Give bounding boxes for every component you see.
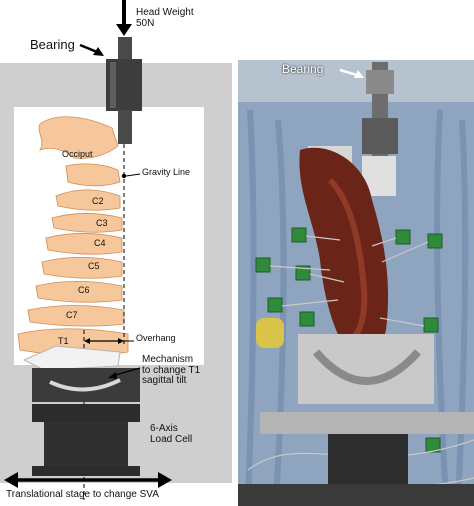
bearing-pointer-head <box>93 47 104 56</box>
head-weight-label: Head Weight 50N <box>136 7 194 29</box>
stage-arrowhead-left <box>4 472 18 488</box>
c2-bone <box>65 163 121 187</box>
lower-rod <box>118 110 132 144</box>
mechanism-label: Mechanism to change T1 sagittal tilt <box>142 354 201 387</box>
tilt-mechanism-slot <box>49 378 121 392</box>
wire-2 <box>269 265 331 271</box>
photo-load-cell <box>328 434 408 484</box>
vertebra-label-c6: C6 <box>78 285 90 295</box>
photo-bearing <box>366 70 394 94</box>
vertebra-label-occiput: Occiput <box>62 149 93 159</box>
load-cell-label: 6-Axis Load Cell <box>150 423 193 445</box>
head-weight-line1: Head Weight <box>136 7 194 18</box>
load-cell-base <box>32 466 140 476</box>
top-rod <box>118 37 132 61</box>
c3-bone <box>51 213 123 233</box>
sensor-6 <box>267 297 283 313</box>
sensor-1 <box>291 227 307 243</box>
c2-process <box>55 189 121 211</box>
sensor-9 <box>425 437 441 453</box>
curtain-folds <box>245 109 469 501</box>
sensor-2 <box>255 257 271 273</box>
vertebra-label-c4: C4 <box>94 238 106 248</box>
vertebra-label-c7: C7 <box>66 310 78 320</box>
photo-collar <box>362 118 398 154</box>
stage-caption: Translational stage to change SVA <box>6 489 159 500</box>
gravity-line-label: Gravity Line <box>142 167 191 177</box>
overhang-arrowhead-right <box>118 338 124 344</box>
mechanism-leader <box>111 367 141 377</box>
c4-bone <box>45 233 123 255</box>
load-cell-line2: Load Cell <box>150 433 193 445</box>
photo-sensors <box>255 227 443 453</box>
stage-arrowhead-right <box>158 472 172 488</box>
head-weight-line2: 50N <box>136 17 155 29</box>
photo-cradle <box>298 334 434 404</box>
load-cell-line1: 6-Axis <box>150 423 178 434</box>
mechanism-line2: to change T1 <box>142 364 201 376</box>
wire-1 <box>305 235 341 241</box>
vertebra-label-t1: T1 <box>58 336 69 346</box>
overhang-label: Overhang <box>136 333 176 343</box>
head-weight-arrowhead <box>116 24 132 36</box>
mechanism-leader-head <box>108 372 117 379</box>
bearing-highlight <box>110 62 116 108</box>
sensor-3 <box>295 265 311 281</box>
mechanism-line1: Mechanism <box>142 354 194 365</box>
c7-bone <box>27 305 125 327</box>
wire-3 <box>309 273 345 283</box>
load-cell-top <box>32 404 140 422</box>
wire-6 <box>281 299 339 307</box>
ceiling-plate <box>238 60 474 102</box>
overhang-arrowhead-left <box>84 338 90 344</box>
c6-bone <box>35 281 123 303</box>
sensor-7 <box>299 311 315 327</box>
gravity-point <box>121 173 127 179</box>
vertebra-label-c5: C5 <box>88 261 100 271</box>
vertebra-label-c2: C2 <box>92 196 104 206</box>
photo-base-plate <box>260 412 474 434</box>
photo-bearing-label: Bearing <box>282 62 324 76</box>
vertebra-label-c3: C3 <box>96 218 108 228</box>
wire-7 <box>379 317 425 327</box>
wire-5 <box>381 241 429 263</box>
occiput-bone <box>38 116 119 159</box>
wire-4 <box>371 237 397 247</box>
sensor-4 <box>395 229 411 245</box>
photo-bearing-pointer-head <box>354 70 364 78</box>
panel-divider <box>232 60 238 506</box>
photo-stage <box>238 484 474 506</box>
left-panel-diagram <box>0 0 232 500</box>
gravity-leader <box>125 173 141 177</box>
bearing-label: Bearing <box>30 37 75 52</box>
load-cell-body <box>44 422 128 466</box>
right-panel-photo <box>238 60 474 506</box>
c5-bone <box>41 257 123 279</box>
photo-yellow-part <box>256 318 284 348</box>
photo-specimen-shade <box>327 177 368 343</box>
sensor-5 <box>427 233 443 249</box>
photo-cradle-arc <box>312 349 421 385</box>
mechanism-line3: sagittal tilt <box>142 375 187 386</box>
sensor-8 <box>423 317 439 333</box>
